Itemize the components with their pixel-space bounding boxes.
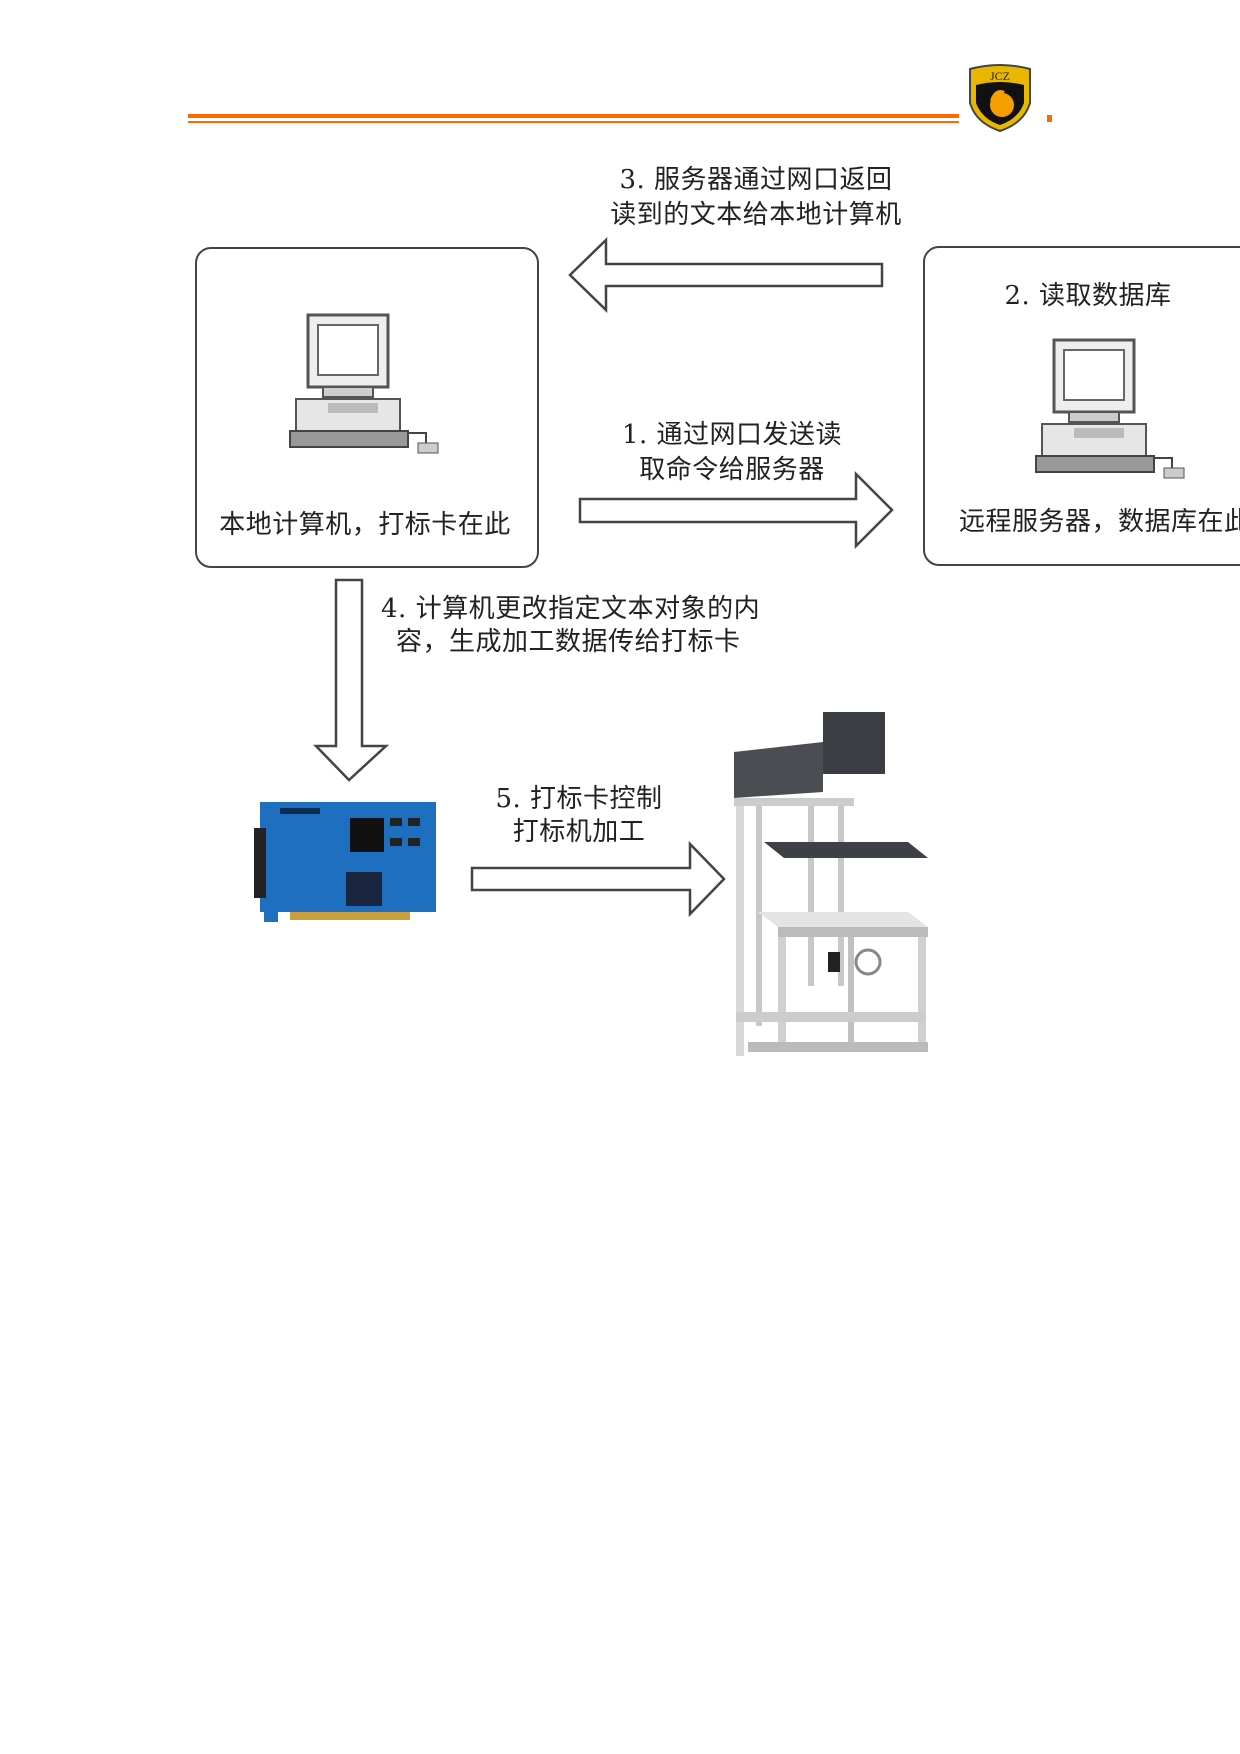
step3-line1: 3. 服务器通过网口返回 — [619, 165, 893, 195]
server-computer-icon — [1035, 338, 1185, 479]
step1-line1: 1. 通过网口发送读 — [621, 420, 843, 450]
step5-line2: 打标机加工 — [512, 817, 646, 847]
step2-label: 2. 读取数据库 — [1004, 281, 1172, 311]
jcz-logo: JCZ — [969, 64, 1031, 133]
logo-text: JCZ — [990, 69, 1010, 83]
header-rule-thin — [188, 121, 959, 123]
step1-line2: 取命令给服务器 — [639, 455, 825, 485]
arrow-right-request — [578, 470, 894, 550]
header-dot — [1047, 115, 1052, 122]
header-rule — [188, 114, 959, 118]
laser-marking-machine-image — [734, 712, 928, 1056]
step4-line1: 4. 计算机更改指定文本对象的内 — [381, 594, 761, 624]
remote-server-label: 远程服务器，数据库在此 — [959, 507, 1240, 537]
arrow-left — [568, 237, 884, 313]
step5-line1: 5. 打标卡控制 — [495, 784, 663, 814]
marking-card-image — [254, 802, 436, 922]
arrow-right-control — [470, 840, 726, 918]
local-computer-icon — [289, 313, 439, 454]
local-computer-label: 本地计算机，打标卡在此 — [219, 510, 511, 540]
step3-line2: 读到的文本给本地计算机 — [610, 200, 902, 230]
step4-line2: 容，生成加工数据传给打标卡 — [396, 627, 741, 657]
arrow-down — [313, 578, 390, 782]
